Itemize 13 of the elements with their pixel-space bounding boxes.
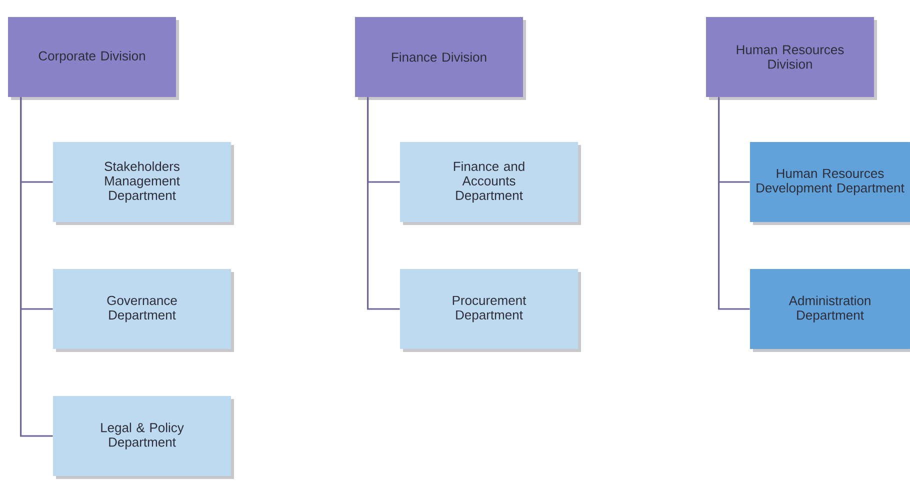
connector-line bbox=[367, 97, 400, 310]
department-box: Human Resources Development Department bbox=[750, 142, 910, 222]
department-box: Stakeholders Management Department bbox=[53, 142, 231, 222]
division-box: Finance Division bbox=[355, 17, 523, 97]
connector-line bbox=[20, 97, 53, 437]
division-box: Corporate Division bbox=[8, 17, 176, 97]
division-box: Human Resources Division bbox=[706, 17, 874, 97]
department-box: Governance Department bbox=[53, 269, 231, 349]
department-box: Finance and Accounts Department bbox=[400, 142, 578, 222]
department-box: Legal & Policy Department bbox=[53, 396, 231, 476]
department-box: Procurement Department bbox=[400, 269, 578, 349]
department-box: Administration Department bbox=[750, 269, 910, 349]
connector-line bbox=[718, 97, 750, 310]
